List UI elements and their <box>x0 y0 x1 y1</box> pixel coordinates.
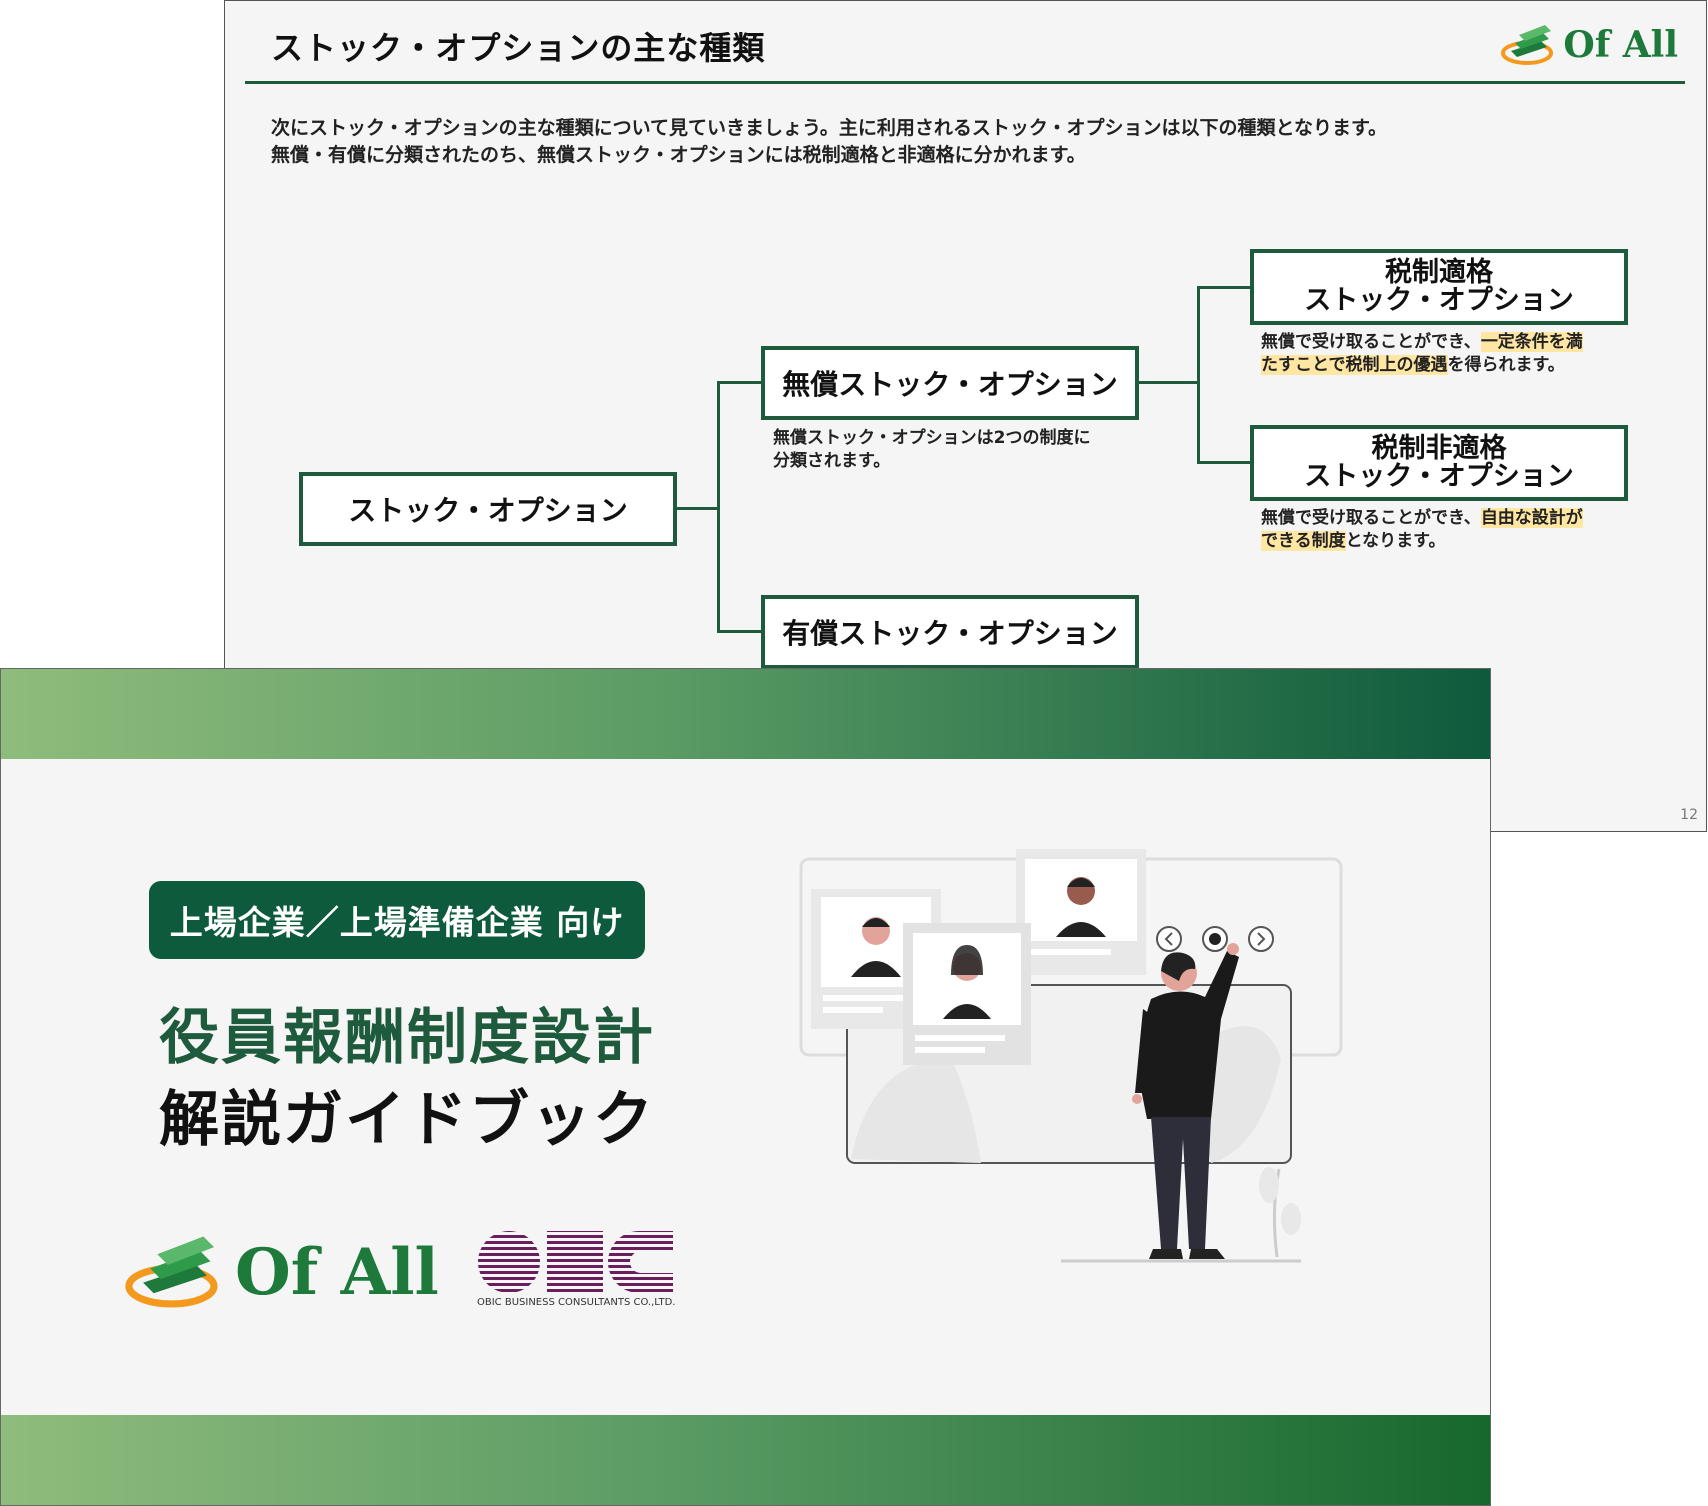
logo-text: Of All <box>235 1234 439 1310</box>
front-slide-cover: 上場企業／上場準備企業 向け 役員報酬制度設計 解説ガイドブック Of All … <box>0 668 1491 1506</box>
footer-band <box>1 1415 1490 1505</box>
page-number: 12 <box>1680 807 1698 823</box>
note-highlight: 一定条件を満 <box>1480 332 1583 352</box>
connector <box>717 381 761 384</box>
ofall-emblem-icon <box>125 1236 218 1308</box>
node-label: ストック・オプション <box>1304 461 1574 492</box>
connector <box>1197 286 1200 464</box>
ofall-logo-small: Of All <box>1501 23 1678 67</box>
header-band <box>1 669 1490 759</box>
ofall-emblem-icon <box>1501 25 1554 65</box>
note-highlight: たすことで税制上の優遇 <box>1261 355 1448 375</box>
node-free-stock-option: 無償ストック・オプション <box>761 346 1139 420</box>
note-text: となります。 <box>1345 531 1446 551</box>
obc-logo <box>478 1231 673 1293</box>
target-audience-badge: 上場企業／上場準備企業 向け <box>149 881 645 959</box>
connector <box>717 630 761 633</box>
connector <box>1197 461 1250 464</box>
cover-title: 役員報酬制度設計 <box>159 1003 655 1073</box>
note-line: 分類されます。 <box>773 451 891 471</box>
node-stock-option: ストック・オプション <box>299 472 677 546</box>
note-text: を得られます。 <box>1447 355 1565 375</box>
node-tax-nonqualified: 税制非適格 ストック・オプション <box>1250 425 1628 501</box>
logo-text: Of All <box>1563 24 1678 66</box>
node-tax-qualified: 税制適格 ストック・オプション <box>1250 249 1628 325</box>
node-label: 税制適格 <box>1385 257 1493 288</box>
intro-line: 次にストック・オプションの主な種類について見ていきましょう。主に利用されるストッ… <box>271 117 1388 139</box>
connector <box>677 507 719 510</box>
node-paid-stock-option: 有償ストック・オプション <box>761 595 1139 669</box>
note-text: 無償で受け取ることができ、 <box>1261 508 1481 528</box>
ofall-logo: Of All <box>125 1233 439 1311</box>
intro-text: 次にストック・オプションの主な種類について見ていきましょう。主に利用されるストッ… <box>271 115 1387 169</box>
note-highlight: できる制度 <box>1261 531 1346 551</box>
title-divider <box>245 81 1685 84</box>
intro-line: 無償・有償に分類されたのち、無償ストック・オプションには税制適格と非適格に分かれ… <box>271 144 1086 166</box>
connector <box>1139 381 1199 384</box>
note-free: 無償ストック・オプションは2つの制度に 分類されます。 <box>773 427 1091 473</box>
cover-subtitle: 解説ガイドブック <box>159 1085 655 1155</box>
slide-title: ストック・オプションの主な種類 <box>271 29 766 67</box>
note-text: 無償で受け取ることができ、 <box>1261 332 1481 352</box>
obc-company-name: OBIC BUSINESS CONSULTANTS CO.,LTD. <box>477 1297 676 1308</box>
connector <box>1197 286 1250 289</box>
node-label: ストック・オプション <box>1304 285 1574 316</box>
note-line: 無償ストック・オプションは2つの制度に <box>773 428 1091 448</box>
note-nonqualified: 無償で受け取ることができ、自由な設計が できる制度となります。 <box>1261 507 1621 553</box>
people-selection-illustration <box>799 849 1343 1263</box>
note-highlight: 自由な設計が <box>1480 508 1583 528</box>
node-label: 税制非適格 <box>1371 433 1507 464</box>
note-qualified: 無償で受け取ることができ、一定条件を満 たすことで税制上の優遇を得られます。 <box>1261 331 1621 377</box>
connector <box>717 381 720 633</box>
